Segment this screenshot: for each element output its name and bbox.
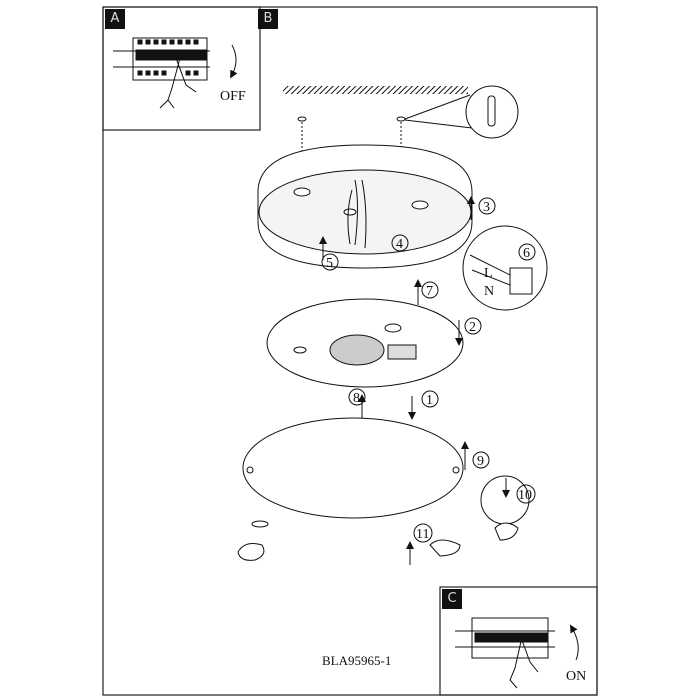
- step-2: 2: [469, 320, 476, 335]
- outer-frame: [102, 6, 598, 696]
- off-label: OFF: [220, 89, 246, 104]
- fixing-knobs: [237, 475, 530, 561]
- wire-label-l: L: [484, 266, 493, 281]
- step-4: 4: [396, 237, 403, 252]
- wire-label-n: N: [484, 284, 494, 299]
- panel-c-tag: C: [442, 589, 462, 609]
- breaker-on-illustration: [455, 617, 579, 689]
- lamp-base: [257, 144, 473, 269]
- step-11: 11: [416, 527, 429, 542]
- panel-b-tag: B: [258, 9, 278, 29]
- mounting-plate: [266, 298, 464, 388]
- step-10: 10: [518, 488, 532, 503]
- breaker-off-illustration: [113, 37, 238, 109]
- panel-a-frame: [102, 6, 261, 131]
- panel-a-tag: A: [105, 9, 125, 29]
- step-7: 7: [426, 284, 433, 299]
- step-3: 3: [483, 200, 490, 215]
- step-6: 6: [523, 246, 530, 261]
- ceiling-hatch: [283, 86, 468, 94]
- step-labels: [321, 197, 536, 543]
- diffuser: [242, 417, 464, 519]
- wiring-detail: [462, 225, 548, 311]
- document-code: BLA95965-1: [322, 653, 392, 668]
- direction-arrows: [319, 196, 510, 565]
- panel-c-frame: [439, 586, 598, 696]
- step-8: 8: [353, 391, 360, 406]
- step-5: 5: [326, 256, 333, 271]
- on-label: ON: [566, 669, 586, 684]
- step-9: 9: [477, 454, 484, 469]
- step-1: 1: [426, 393, 433, 408]
